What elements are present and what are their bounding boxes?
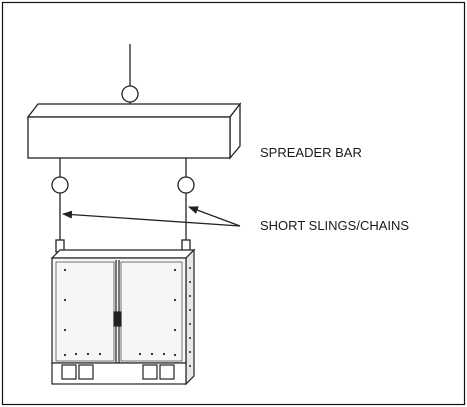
spreader-bar (26, 102, 242, 160)
slings-label: SHORT SLINGS/CHAINS (260, 218, 409, 233)
arrow-left-sling (62, 210, 241, 227)
arrow-right-sling (188, 206, 241, 227)
cabinet (50, 248, 196, 386)
rivets (63, 267, 191, 367)
left-shackle (51, 176, 69, 194)
spreader-bar-label: SPREADER BAR (260, 145, 362, 160)
right-shackle (177, 176, 195, 194)
slings (51, 158, 195, 244)
top-shackle (121, 85, 139, 103)
sling-arrows (62, 206, 241, 227)
door-handle (113, 311, 122, 327)
